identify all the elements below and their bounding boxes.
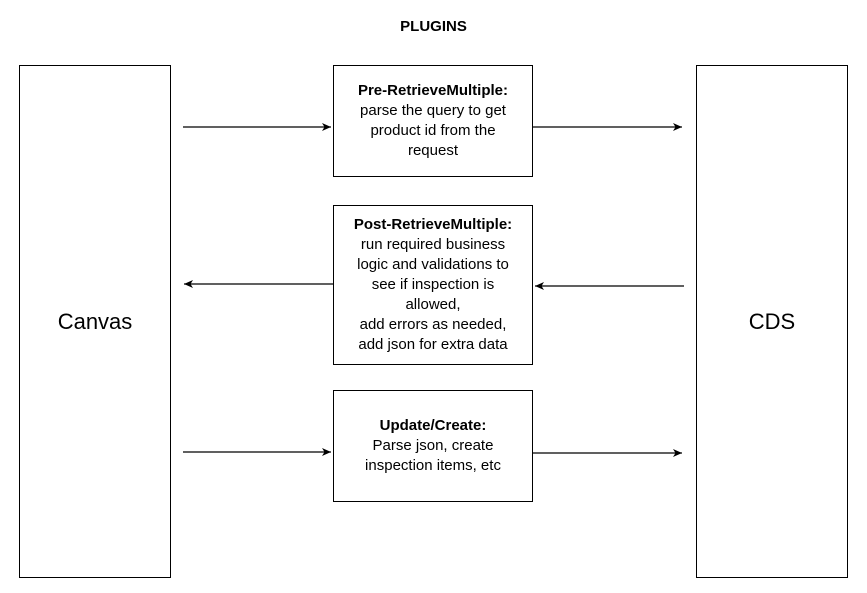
step-heading: Post-RetrieveMultiple: bbox=[353, 216, 513, 233]
step-heading: Pre-RetrieveMultiple: bbox=[357, 82, 509, 99]
step-line: see if inspection is bbox=[371, 276, 495, 293]
step-line: inspection items, etc bbox=[365, 457, 501, 474]
canvas-label: Canvas bbox=[57, 308, 133, 334]
step-line: add json for extra data bbox=[358, 336, 508, 353]
step-heading: Update/Create: bbox=[379, 417, 487, 434]
step-line: Parse json, create bbox=[372, 437, 494, 454]
update-create-box: Update/Create: Parse json, create inspec… bbox=[333, 390, 533, 502]
cds-label: CDS bbox=[748, 308, 796, 334]
step-line: run required business bbox=[360, 236, 506, 253]
canvas-node: Canvas bbox=[19, 65, 171, 578]
step-line: add errors as needed, bbox=[359, 316, 507, 333]
post-retrieve-multiple-box: Post-RetrieveMultiple: run required busi… bbox=[333, 205, 533, 365]
step-line: parse the query to get bbox=[360, 102, 506, 119]
pre-retrieve-multiple-box: Pre-RetrieveMultiple: parse the query to… bbox=[333, 65, 533, 177]
cds-node: CDS bbox=[696, 65, 848, 578]
diagram-title: PLUGINS bbox=[400, 18, 467, 35]
step-line: logic and validations to bbox=[357, 256, 509, 273]
step-line: product id from the bbox=[370, 122, 496, 139]
step-line: request bbox=[407, 142, 459, 159]
step-line: allowed, bbox=[405, 296, 461, 313]
